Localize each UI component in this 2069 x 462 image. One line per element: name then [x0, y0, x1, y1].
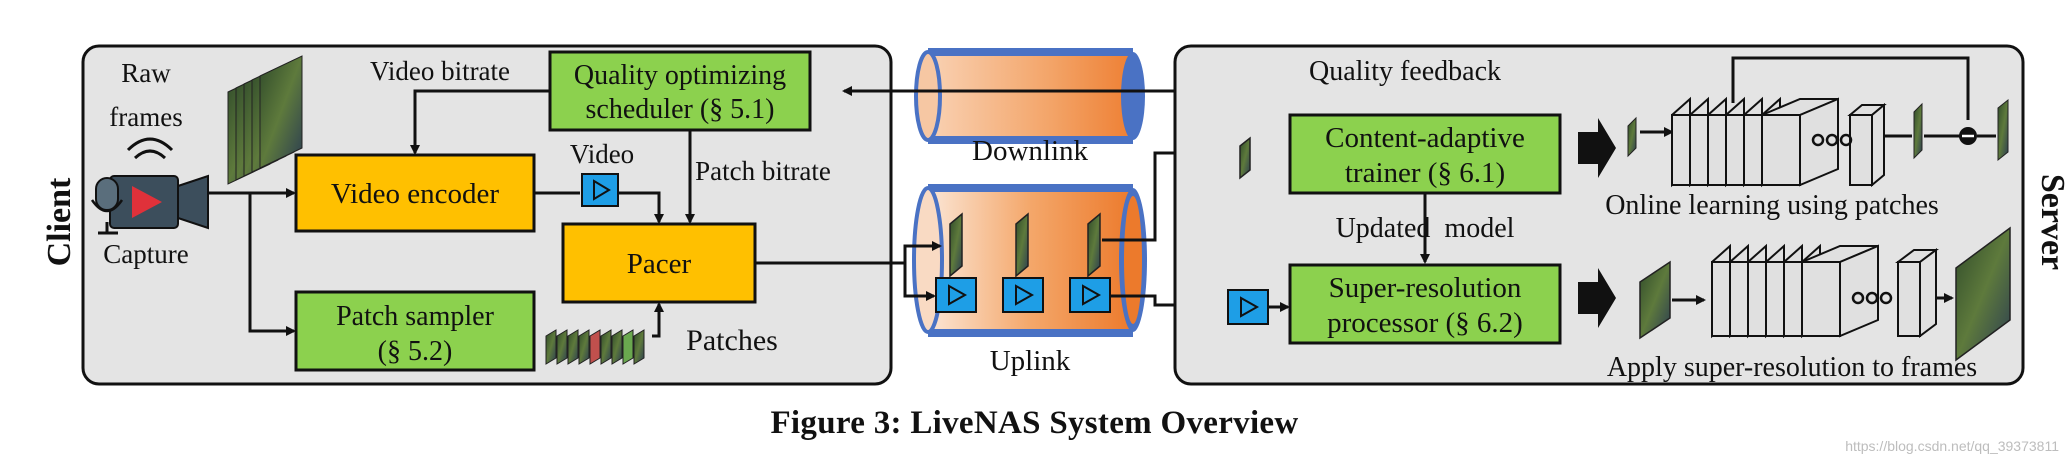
quality-feedback-label: Quality feedback	[1309, 56, 1501, 87]
uplink-label: Uplink	[990, 345, 1071, 377]
super-resolution-network	[1639, 226, 2011, 362]
super-resolution-processor-box: Super-resolution processor (§ 6.2)	[1288, 263, 1562, 345]
sampler-line1: Patch sampler	[336, 301, 495, 332]
sr-line1: Super-resolution	[1329, 272, 1522, 304]
video-bitrate-label: Video bitrate	[370, 56, 510, 86]
big-arrow-icon	[1578, 118, 1616, 328]
trainer-line1: Content-adaptive	[1325, 122, 1525, 154]
patches-label: Patches	[686, 324, 778, 357]
pacer-label: Pacer	[627, 248, 692, 280]
scheduler-line2: scheduler (§ 5.1)	[586, 94, 775, 125]
patch-sampler-box: Patch sampler (§ 5.2)	[294, 290, 536, 372]
server-side-label: Server	[2034, 174, 2069, 270]
sampler-line2: (§ 5.2)	[378, 336, 453, 367]
uplink-patch-thumbnails	[949, 212, 1101, 278]
sr-line2: processor (§ 6.2)	[1327, 307, 1523, 339]
video-label: Video	[570, 139, 634, 169]
content-adaptive-trainer-box: Content-adaptive trainer (§ 6.1)	[1288, 113, 1562, 195]
downlink-label: Downlink	[972, 135, 1089, 167]
patch-bitrate-label: Patch bitrate	[695, 156, 831, 186]
camera-capture-icon	[90, 137, 209, 235]
apply-sr-label: Apply super-resolution to frames	[1607, 352, 1977, 383]
figure-caption: Figure 3: LiveNAS System Overview	[770, 405, 1299, 441]
client-side-label: Client	[41, 177, 78, 266]
pacer-box: Pacer	[561, 222, 757, 304]
quality-scheduler-box: Quality optimizing scheduler (§ 5.1)	[548, 50, 812, 132]
raw-frames-label-line1: Raw	[121, 58, 171, 88]
raw-frames-stack-icon	[227, 55, 303, 185]
client-connectors	[208, 89, 890, 338]
video-play-icon	[581, 173, 619, 207]
uplink-play-icon	[935, 277, 1111, 313]
sampled-patches-icon	[545, 329, 645, 365]
raw-frames-label-line2: frames	[109, 102, 182, 132]
online-learning-network	[1627, 96, 2009, 188]
watermark-url: https://blog.csdn.net/qq_39373811	[1845, 438, 2059, 454]
video-encoder-box: Video encoder	[294, 153, 536, 233]
trainer-line2: trainer (§ 6.1)	[1345, 157, 1505, 189]
downlink-pipe	[914, 48, 1145, 144]
video-encoder-label: Video encoder	[331, 178, 499, 210]
scheduler-line1: Quality optimizing	[574, 60, 786, 91]
capture-label: Capture	[103, 239, 188, 269]
sr-input-play-icon	[1227, 289, 1269, 325]
online-learning-label: Online learning using patches	[1605, 190, 1939, 221]
trainer-input-patch-icon	[1239, 136, 1251, 180]
system-overview-diagram: Client Raw frames Capture Video bitrate …	[41, 44, 2069, 386]
